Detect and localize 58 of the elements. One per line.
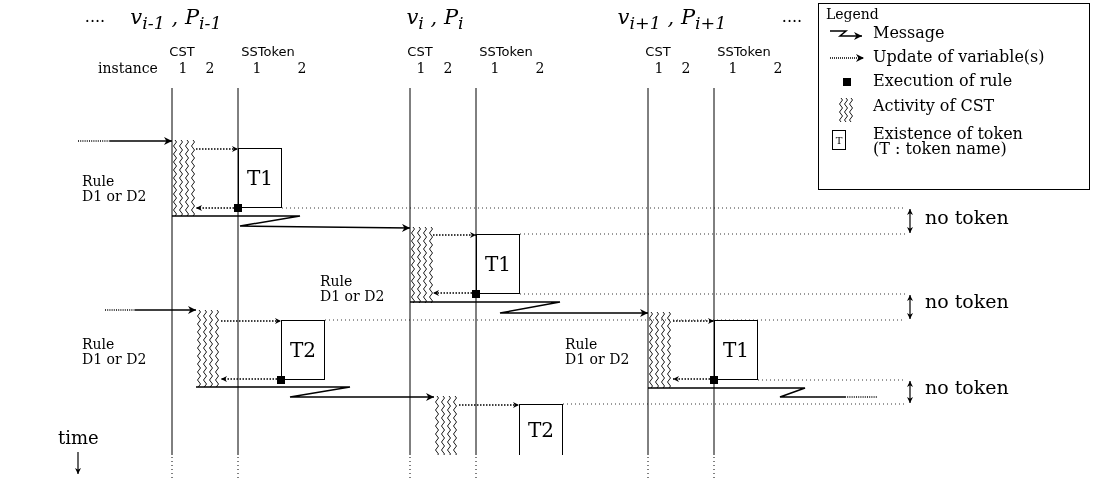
- activity-bar: [172, 140, 196, 216]
- column-heading: SSToken: [717, 45, 771, 60]
- execution-marker: [277, 376, 285, 384]
- instance-number: 1: [654, 61, 664, 77]
- legend-text: Existence of token (T : token name): [873, 126, 1024, 157]
- rule-note: Rule D1 or D2: [82, 337, 147, 368]
- instance-number: 2: [773, 61, 783, 77]
- column-heading: CST: [407, 45, 433, 60]
- column-heading: SSToken: [241, 45, 295, 60]
- message-arrow: [104, 306, 197, 314]
- token-box: T1: [476, 234, 520, 294]
- execution-marker: [710, 376, 718, 384]
- ellipsis: ....: [781, 8, 803, 26]
- instance-number: 2: [535, 61, 545, 77]
- instance-number: 1: [728, 61, 738, 77]
- update-arrow: [672, 376, 711, 382]
- rule-note: Rule D1 or D2: [82, 174, 147, 205]
- update-arrow: [195, 205, 235, 211]
- token-box: T2: [281, 320, 325, 380]
- activity-bar: [648, 312, 673, 388]
- legend-text: Update of variable(s): [873, 48, 1045, 66]
- token-box: T2: [519, 404, 563, 455]
- process-heading: v$_{i+1}$ , P$_{i+1}$: [617, 6, 727, 34]
- update-arrow: [220, 376, 278, 382]
- execution-marker: [234, 204, 242, 212]
- annotation: no token: [925, 207, 1009, 228]
- ellipsis: ....: [84, 8, 106, 26]
- instance-number: 1: [416, 61, 426, 77]
- instance-number: 2: [297, 61, 307, 77]
- instance-number: 1: [490, 61, 500, 77]
- instance-number: 2: [681, 61, 691, 77]
- rule-note: Rule D1 or D2: [565, 337, 630, 368]
- legend-text: Activity of CST: [873, 97, 995, 115]
- rule-note: Rule D1 or D2: [320, 274, 385, 305]
- token-icon: T: [832, 130, 846, 150]
- column-heading: SSToken: [479, 45, 533, 60]
- activity-bar: [196, 310, 221, 387]
- instance-number: 1: [252, 61, 262, 77]
- annotation: no token: [925, 377, 1009, 398]
- token-box: T1: [238, 148, 282, 208]
- legend-title: Legend: [826, 7, 879, 23]
- column-heading: CST: [169, 45, 195, 60]
- instance-number: 1: [178, 61, 188, 77]
- axis-label: time: [58, 428, 99, 448]
- instance-number: 2: [443, 61, 453, 77]
- legend-text: Message: [873, 24, 945, 42]
- activity-bar: [410, 227, 433, 303]
- execution-marker: [472, 290, 480, 298]
- process-heading: v$_{i}$ , P$_{i}$: [406, 6, 464, 34]
- message-arrow: [77, 137, 173, 145]
- token-box: T1: [714, 320, 758, 380]
- row-heading: instance: [98, 61, 158, 77]
- annotation: no token: [925, 291, 1009, 312]
- update-arrow: [432, 290, 473, 296]
- process-heading: v$_{i-1}$ , P$_{i-1}$: [130, 6, 222, 34]
- legend-text: Execution of rule: [873, 72, 1013, 90]
- instance-number: 2: [205, 61, 215, 77]
- column-heading: CST: [645, 45, 671, 60]
